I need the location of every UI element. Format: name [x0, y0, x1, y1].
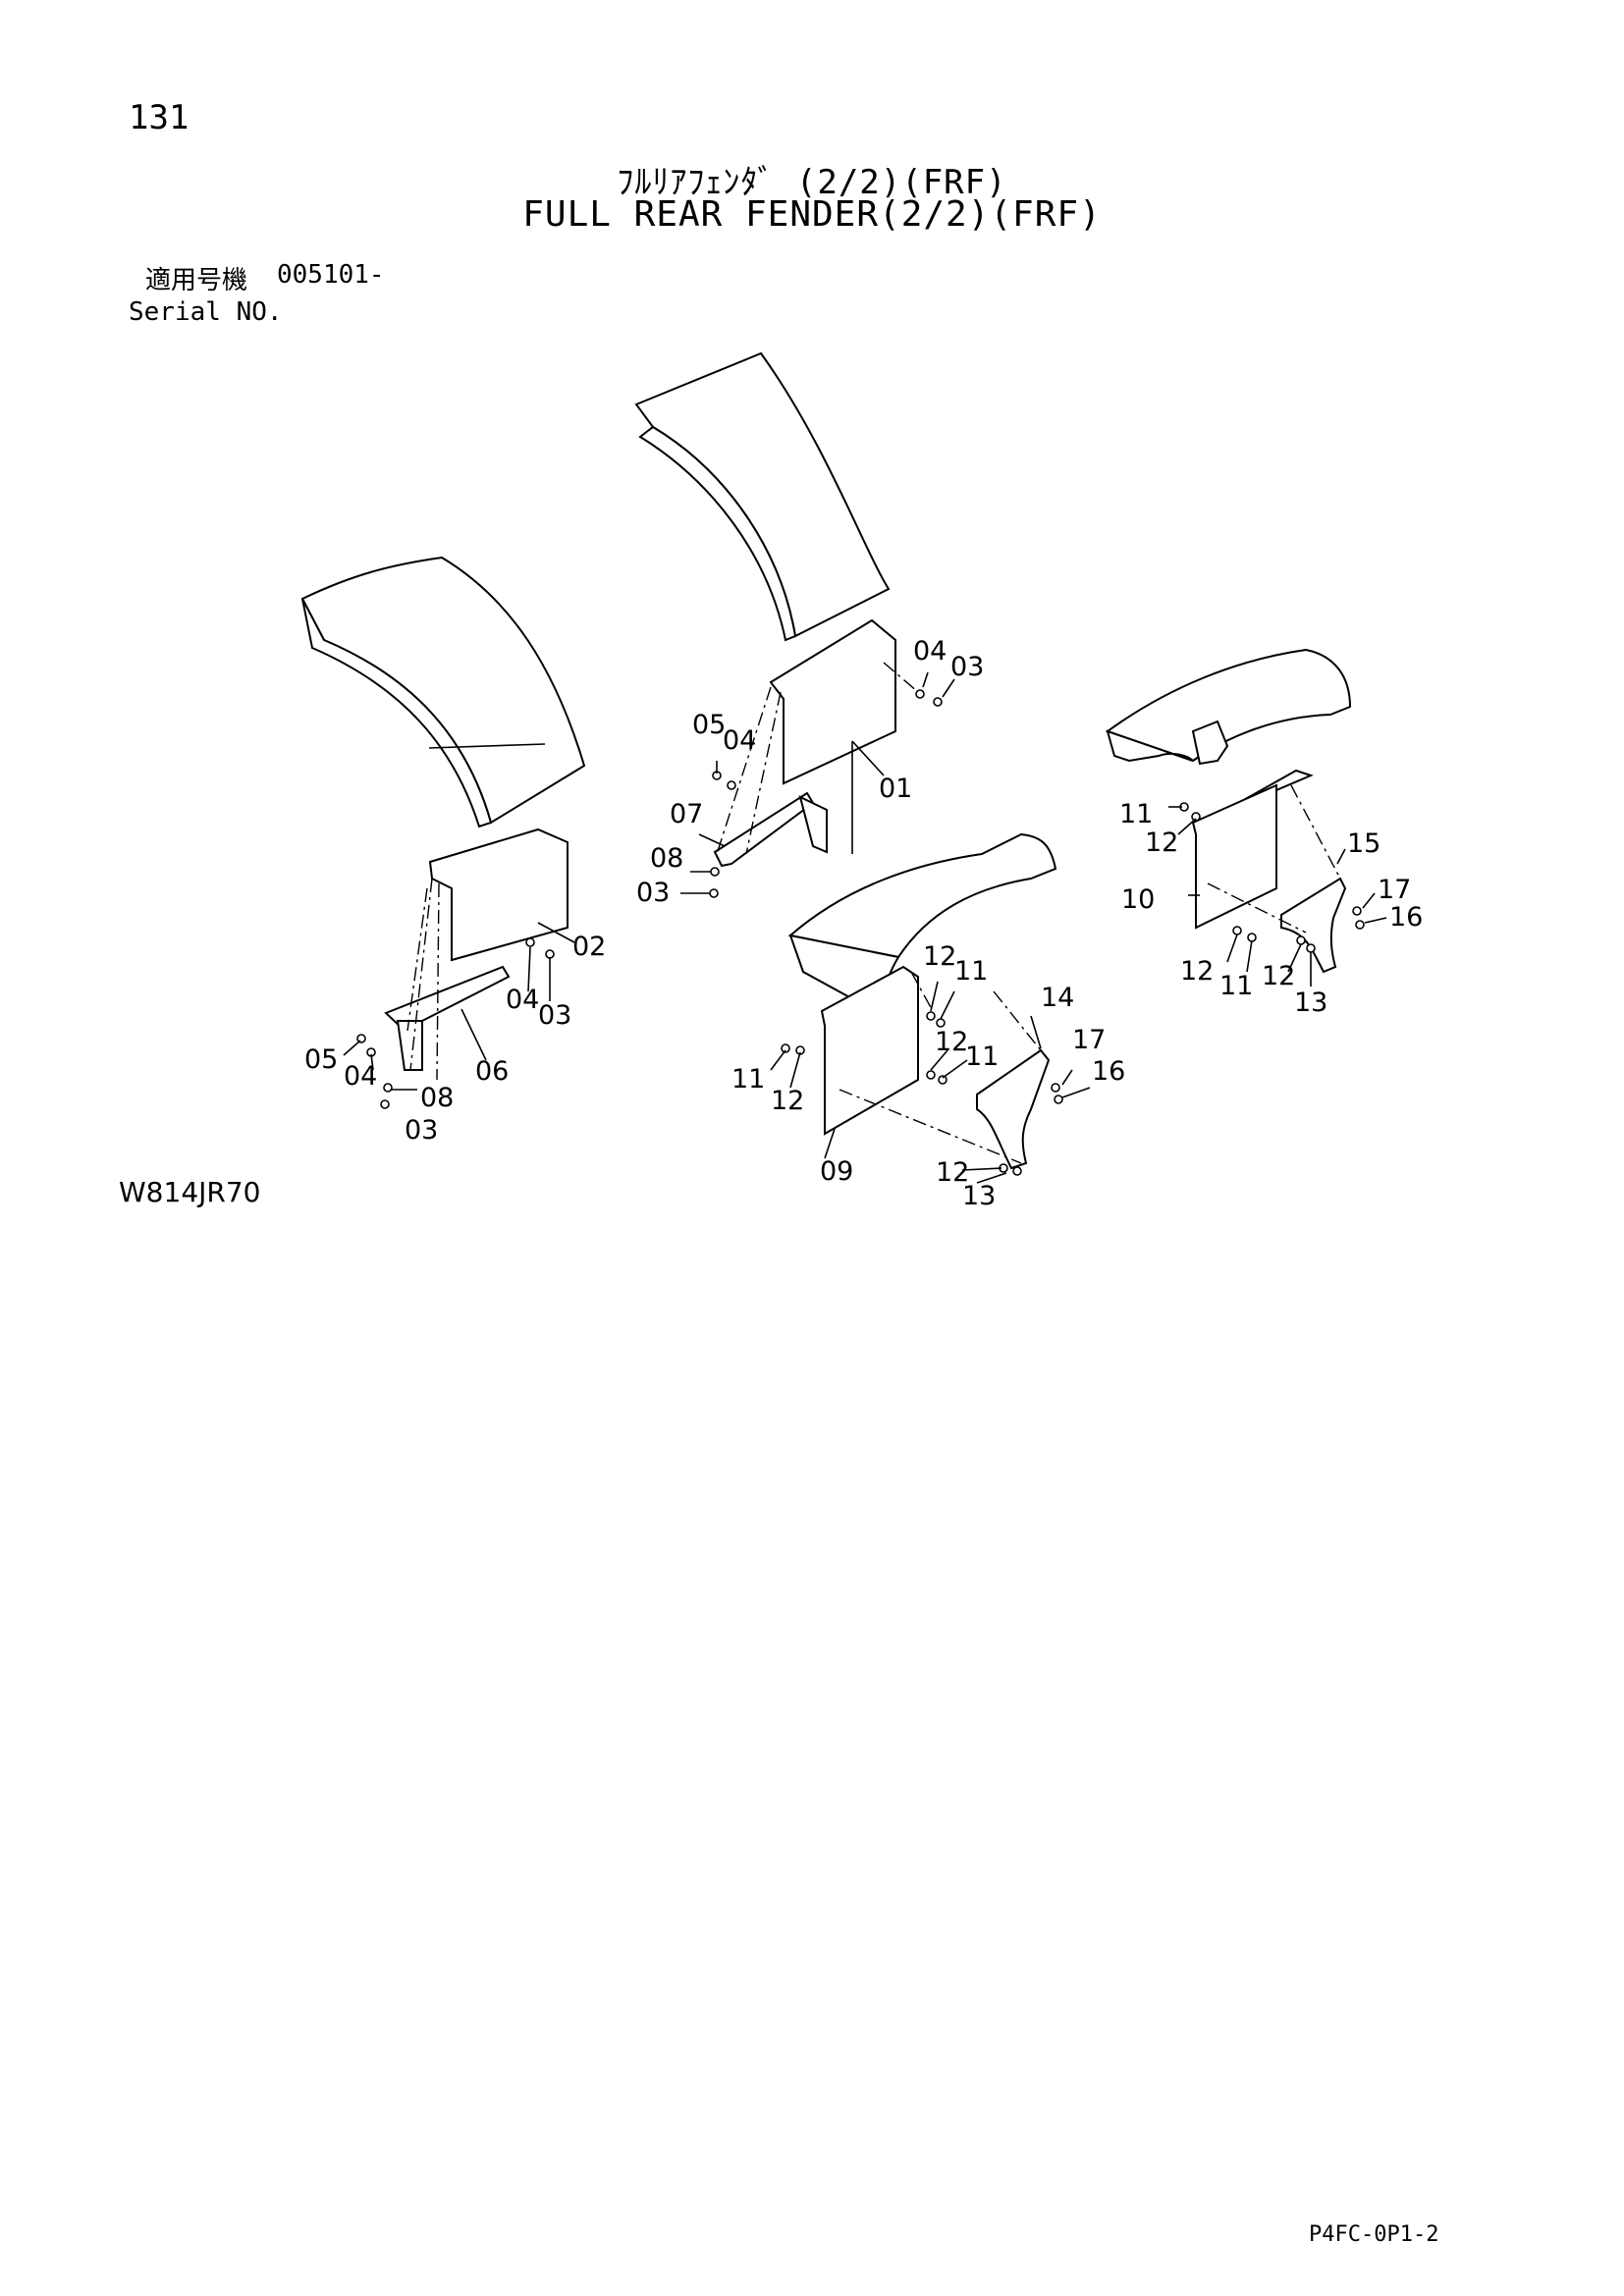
left-fender-assembly [300, 556, 586, 1109]
callout-12: 12 [935, 1027, 968, 1057]
callout-11: 11 [965, 1041, 999, 1072]
callout-16: 16 [1389, 902, 1423, 933]
callout-03: 03 [538, 1000, 571, 1031]
right-fender-assembly [1105, 648, 1387, 987]
callout-03: 03 [950, 652, 984, 682]
left-fender-side [301, 598, 493, 828]
part-02-bracket-plate [428, 828, 568, 962]
center-upper-fender-assembly [634, 351, 955, 898]
callout-01: 01 [879, 774, 912, 804]
callout-13: 13 [1294, 988, 1327, 1018]
callout-06: 06 [475, 1056, 509, 1087]
part-06-stay-foot [396, 1020, 423, 1071]
callout-12: 12 [1262, 961, 1295, 991]
callout-12: 12 [771, 1086, 804, 1116]
drawing-code: W814JR70 [119, 1176, 261, 1208]
serial-label-english: Serial NO. [129, 297, 283, 327]
callout-11: 11 [1119, 799, 1153, 829]
callout-05: 05 [692, 710, 726, 740]
document-code: P4FC-0P1-2 [1309, 2222, 1439, 2247]
part-09-mud-flap [820, 965, 919, 1136]
callout-07: 07 [670, 799, 703, 829]
callout-04: 04 [723, 725, 756, 756]
callout-12: 12 [1180, 956, 1214, 987]
callout-17: 17 [1072, 1025, 1106, 1055]
callout-11: 11 [731, 1064, 765, 1095]
callout-11: 11 [1219, 971, 1253, 1001]
part-07-stay-foot [798, 795, 828, 854]
title-japanese: ﾌﾙﾘｱﾌｪﾝﾀﾞ (2/2)(FRF) [617, 163, 1007, 202]
part-17-flap-extension [1280, 877, 1347, 974]
right-fender-shell [1105, 648, 1352, 763]
part-10-mud-flap [1191, 783, 1277, 930]
callout-15: 15 [1347, 828, 1380, 859]
serial-value: 005101- [277, 260, 385, 290]
callout-03: 03 [636, 878, 670, 908]
page-number: 131 [129, 98, 189, 137]
callout-04: 04 [506, 985, 539, 1015]
callout-12: 12 [923, 941, 956, 972]
callout-17: 17 [1378, 875, 1411, 905]
right-fender-bracket [1191, 720, 1229, 766]
serial-label-japanese: 適用号機 [145, 266, 248, 295]
title-english: FULL REAR FENDER(2/2)(FRF) [522, 194, 1102, 235]
right-fender-side [1106, 729, 1194, 763]
callout-13: 13 [962, 1181, 996, 1211]
callout-08: 08 [420, 1083, 454, 1113]
center-fender-shell [634, 351, 891, 638]
part-07-stay [713, 791, 815, 868]
callout-16: 16 [1092, 1056, 1125, 1087]
callout-04: 04 [344, 1061, 377, 1092]
callout-02: 02 [572, 932, 606, 962]
callout-12: 12 [1145, 828, 1178, 858]
callout-04: 04 [913, 636, 947, 667]
center-fender-side [638, 425, 797, 642]
part-14-flap-extension [976, 1048, 1051, 1170]
callout-09: 09 [820, 1156, 853, 1187]
callout-labels: 01 02 03 03 03 03 04 04 04 04 05 05 06 0… [304, 636, 1423, 1211]
part-01-bracket-plate [769, 618, 896, 785]
callout-12: 12 [936, 1157, 969, 1188]
callout-05: 05 [304, 1044, 338, 1075]
callout-08: 08 [650, 843, 683, 874]
callout-03: 03 [405, 1115, 438, 1146]
center-lower-fender-shell [787, 832, 1057, 959]
center-lower-fender-assembly [770, 832, 1091, 1184]
callout-11: 11 [954, 956, 988, 987]
callout-10: 10 [1121, 884, 1155, 915]
left-fender-shell [300, 556, 586, 825]
callout-14: 14 [1041, 983, 1074, 1013]
